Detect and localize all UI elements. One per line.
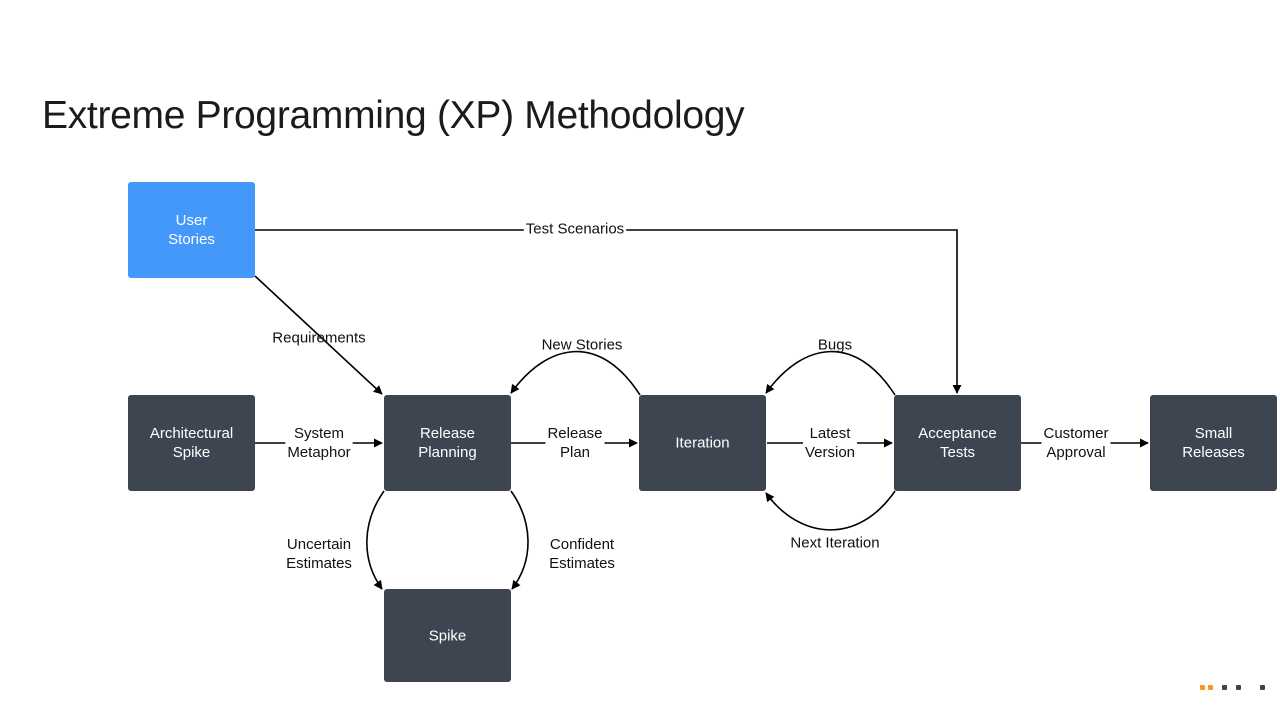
edge-label-background (1041, 424, 1111, 462)
label-line: Metaphor (287, 444, 350, 461)
edge-label-background (545, 424, 605, 462)
node-iteration: Iteration (639, 395, 766, 491)
label-line: Test Scenarios (526, 221, 624, 238)
label-line: Acceptance (918, 425, 996, 442)
label-line: New Stories (542, 337, 623, 354)
edge-label-background (285, 424, 353, 462)
label-line: Uncertain (287, 536, 351, 553)
brand-logo-fragment (1198, 680, 1280, 690)
page-title: Extreme Programming (XP) Methodology (42, 94, 745, 137)
edge-bugs (765, 350, 896, 396)
label-line: Release (547, 425, 602, 442)
label-line: Estimates (549, 555, 615, 572)
label-line: Estimates (286, 555, 352, 572)
node-iteration-label: Iteration (675, 435, 729, 452)
label-line: Requirements (272, 330, 365, 347)
label-line: User (176, 212, 208, 229)
label-line: Approval (1046, 444, 1105, 461)
edge-next-iteration (765, 490, 896, 531)
label-line: Latest (810, 425, 852, 442)
label-line: Spike (173, 444, 211, 461)
edge-label-new-stories: New Stories (542, 337, 623, 354)
edge-requirements (254, 275, 383, 395)
edge-label-requirements: Requirements (272, 330, 365, 347)
edge-label-test-scenarios: Test Scenarios (523, 219, 627, 239)
label-line: Version (805, 444, 855, 461)
label-line: Releases (1182, 444, 1245, 461)
node-spike-label: Spike (429, 628, 467, 645)
edge-uncertain-estimates (366, 490, 385, 590)
label-line: Planning (418, 444, 476, 461)
edge-label-background (523, 219, 627, 239)
edge-test-scenarios (255, 229, 962, 394)
edge-new-stories (510, 350, 641, 396)
label-line: Release (420, 425, 475, 442)
edge-confident-estimates (510, 490, 529, 590)
label-line: Bugs (818, 337, 852, 354)
edge-label-bugs: Bugs (818, 337, 852, 354)
label-line: Customer (1043, 425, 1108, 442)
label-line: Next Iteration (790, 535, 879, 552)
edge-label-background (802, 424, 858, 462)
node-spike: Spike (384, 589, 511, 682)
label-line: Stories (168, 231, 215, 248)
label-line: Small (1195, 425, 1233, 442)
label-line: System (294, 425, 344, 442)
edge-label-next-iteration: Next Iteration (790, 535, 879, 552)
label-line: Iteration (675, 435, 729, 452)
label-line: Plan (560, 444, 590, 461)
label-line: Architectural (150, 425, 233, 442)
label-line: Tests (940, 444, 975, 461)
label-line: Spike (429, 628, 467, 645)
label-line: Confident (550, 536, 615, 553)
